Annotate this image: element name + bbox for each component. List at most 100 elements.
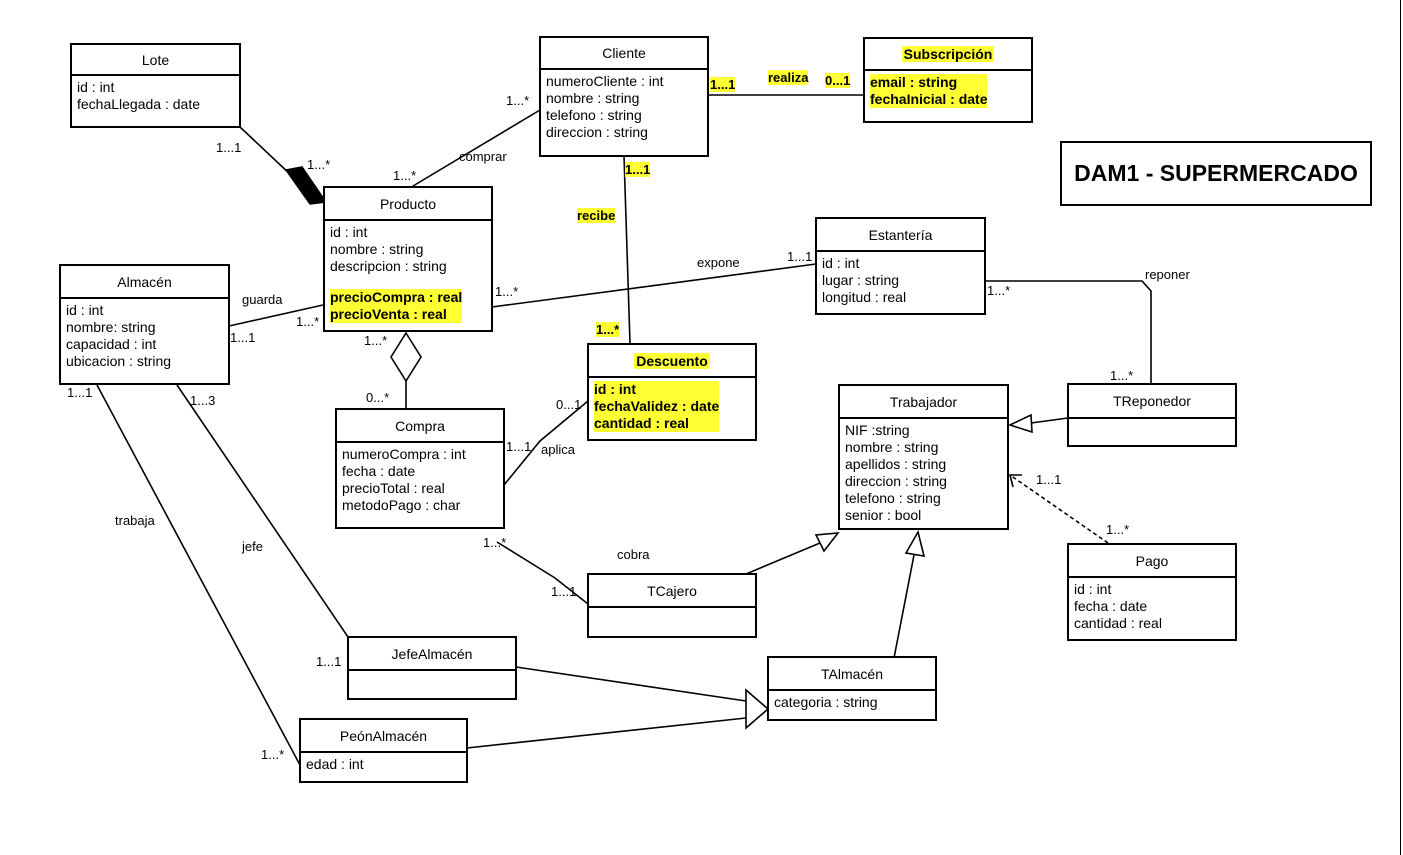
class-treponedor[interactable]: TReponedor [1067, 383, 1237, 447]
attribute: precioCompra : real [330, 289, 463, 305]
class-name: Producto [325, 188, 491, 221]
class-jefealmacen[interactable]: JefeAlmacén [347, 636, 517, 700]
aggregation-diamond [390, 331, 422, 383]
class-name: Subscripción [901, 46, 995, 62]
edge-treponedor-trabajador [1030, 417, 1069, 424]
multiplicity-label: 1...* [495, 284, 519, 299]
attribute: cantidad : real [1074, 615, 1162, 631]
class-trabajador[interactable]: Trabajador NIF :string nombre : string a… [838, 384, 1009, 530]
attribute: fechaInicial : date [870, 91, 988, 107]
attribute: descripcion : string [330, 258, 447, 274]
attribute: ubicacion : string [66, 353, 172, 369]
attribute: longitud : real [822, 289, 907, 305]
class-name: TCajero [589, 575, 755, 608]
class-header: Subscripción [865, 39, 1031, 71]
attribute: categoria : string [774, 694, 878, 710]
attribute: NIF :string [845, 422, 910, 438]
multiplicity-label: 1...1 [551, 584, 577, 599]
generalization-arrow [1007, 413, 1033, 434]
dependency-arrowhead [1008, 474, 1022, 488]
generalization-arrow [745, 688, 770, 730]
edge-estanteria-treponedor [985, 280, 1152, 383]
class-estanteria[interactable]: Estantería id : int lugar : string longi… [815, 217, 986, 315]
attribute: id : int [77, 79, 115, 95]
multiplicity-label: 1...* [596, 322, 620, 337]
association-label: aplica [541, 442, 575, 457]
attribute: id : int [66, 302, 104, 318]
class-lote[interactable]: Lote id : int fechaLlegada : date [70, 43, 241, 128]
page-right-border [1400, 0, 1401, 855]
multiplicity-label: 1...* [296, 314, 320, 329]
edge-talmacen-trabajador [893, 554, 915, 659]
class-tcajero[interactable]: TCajero [587, 573, 757, 638]
attribute: nombre : string [546, 90, 640, 106]
class-peonalmacen[interactable]: PeónAlmacén edad : int [299, 718, 468, 783]
class-subscripcion[interactable]: Subscripción email : string fechaInicial… [863, 37, 1033, 123]
class-pago[interactable]: Pago id : int fecha : date cantidad : re… [1067, 543, 1237, 641]
edge-tcajero-trabajador [745, 542, 821, 575]
multiplicity-label: 1...3 [190, 393, 216, 408]
multiplicity-label: 1...1 [710, 77, 736, 92]
attribute: capacidad : int [66, 336, 157, 352]
edge-almacen-peonalmacen [96, 384, 301, 766]
attribute: fechaValidez : date [594, 398, 720, 414]
multiplicity-label: 1...1 [67, 385, 93, 400]
multiplicity-label: 0...* [366, 390, 390, 405]
attribute: cantidad : real [594, 415, 689, 431]
multiplicity-label: 1...* [987, 283, 1011, 298]
attribute: telefono : string [546, 107, 642, 123]
class-descuento[interactable]: Descuento id : int fechaValidez : date c… [587, 343, 757, 441]
edge-compra-tcajero [496, 541, 589, 605]
class-producto[interactable]: Producto id : int nombre : string descri… [323, 186, 493, 332]
attribute: numeroCliente : int [546, 73, 664, 89]
class-almacen[interactable]: Almacén id : int nombre: string capacida… [59, 264, 230, 385]
highlighted-attributes: id : int fechaValidez : date cantidad : … [594, 381, 720, 432]
association-label: cobra [617, 547, 650, 562]
edge-cliente-producto [412, 109, 541, 187]
attribute: numeroCompra : int [342, 446, 466, 462]
attribute: fecha : date [1074, 598, 1148, 614]
class-header: Descuento [589, 345, 755, 378]
class-cliente[interactable]: Cliente numeroCliente : int nombre : str… [539, 36, 709, 157]
attribute: direccion : string [845, 473, 947, 489]
class-name: JefeAlmacén [349, 638, 515, 671]
generalization-arrow [904, 529, 926, 557]
class-name: TAlmacén [769, 658, 935, 691]
attribute: apellidos : string [845, 456, 947, 472]
class-compra[interactable]: Compra numeroCompra : int fecha : date p… [335, 408, 505, 529]
attribute: nombre : string [845, 439, 939, 455]
class-talmacen[interactable]: TAlmacén categoria : string [767, 656, 937, 721]
association-label: trabaja [115, 513, 155, 528]
highlighted-attributes: precioCompra : real precioVenta : real [330, 289, 463, 323]
attribute: lugar : string [822, 272, 900, 288]
attribute: fecha : date [342, 463, 416, 479]
multiplicity-label: 1...1 [216, 140, 242, 155]
multiplicity-label: 1...* [1106, 522, 1130, 537]
multiplicity-label: 1...1 [230, 330, 256, 345]
edge-cliente-descuento [623, 155, 631, 344]
attribute: email : string [870, 74, 958, 90]
attribute: nombre : string [330, 241, 424, 257]
multiplicity-label: 0...1 [556, 397, 582, 412]
class-name: PeónAlmacén [301, 720, 466, 753]
association-label: guarda [242, 292, 283, 307]
highlighted-attributes: email : string fechaInicial : date [870, 74, 988, 108]
attribute: telefono : string [845, 490, 941, 506]
association-label: reponer [1145, 267, 1190, 282]
class-name: Descuento [634, 352, 710, 369]
association-label: expone [697, 255, 740, 270]
edge-producto-estanteria [491, 263, 817, 308]
multiplicity-label: 0...1 [825, 73, 851, 88]
association-label: realiza [768, 70, 809, 85]
edge-pago-trabajador [1009, 474, 1109, 544]
class-name: Almacén [61, 266, 228, 299]
multiplicity-label: 1...* [307, 157, 331, 172]
attribute: precioVenta : real [330, 306, 447, 322]
multiplicity-label: 1...* [393, 168, 417, 183]
edge-jefealmacen-talmacen [515, 666, 747, 702]
attribute: edad : int [306, 756, 364, 772]
multiplicity-label: 1...* [506, 93, 530, 108]
attribute: metodoPago : char [342, 497, 461, 513]
association-label: comprar [459, 149, 507, 164]
association-label: jefe [242, 539, 263, 554]
